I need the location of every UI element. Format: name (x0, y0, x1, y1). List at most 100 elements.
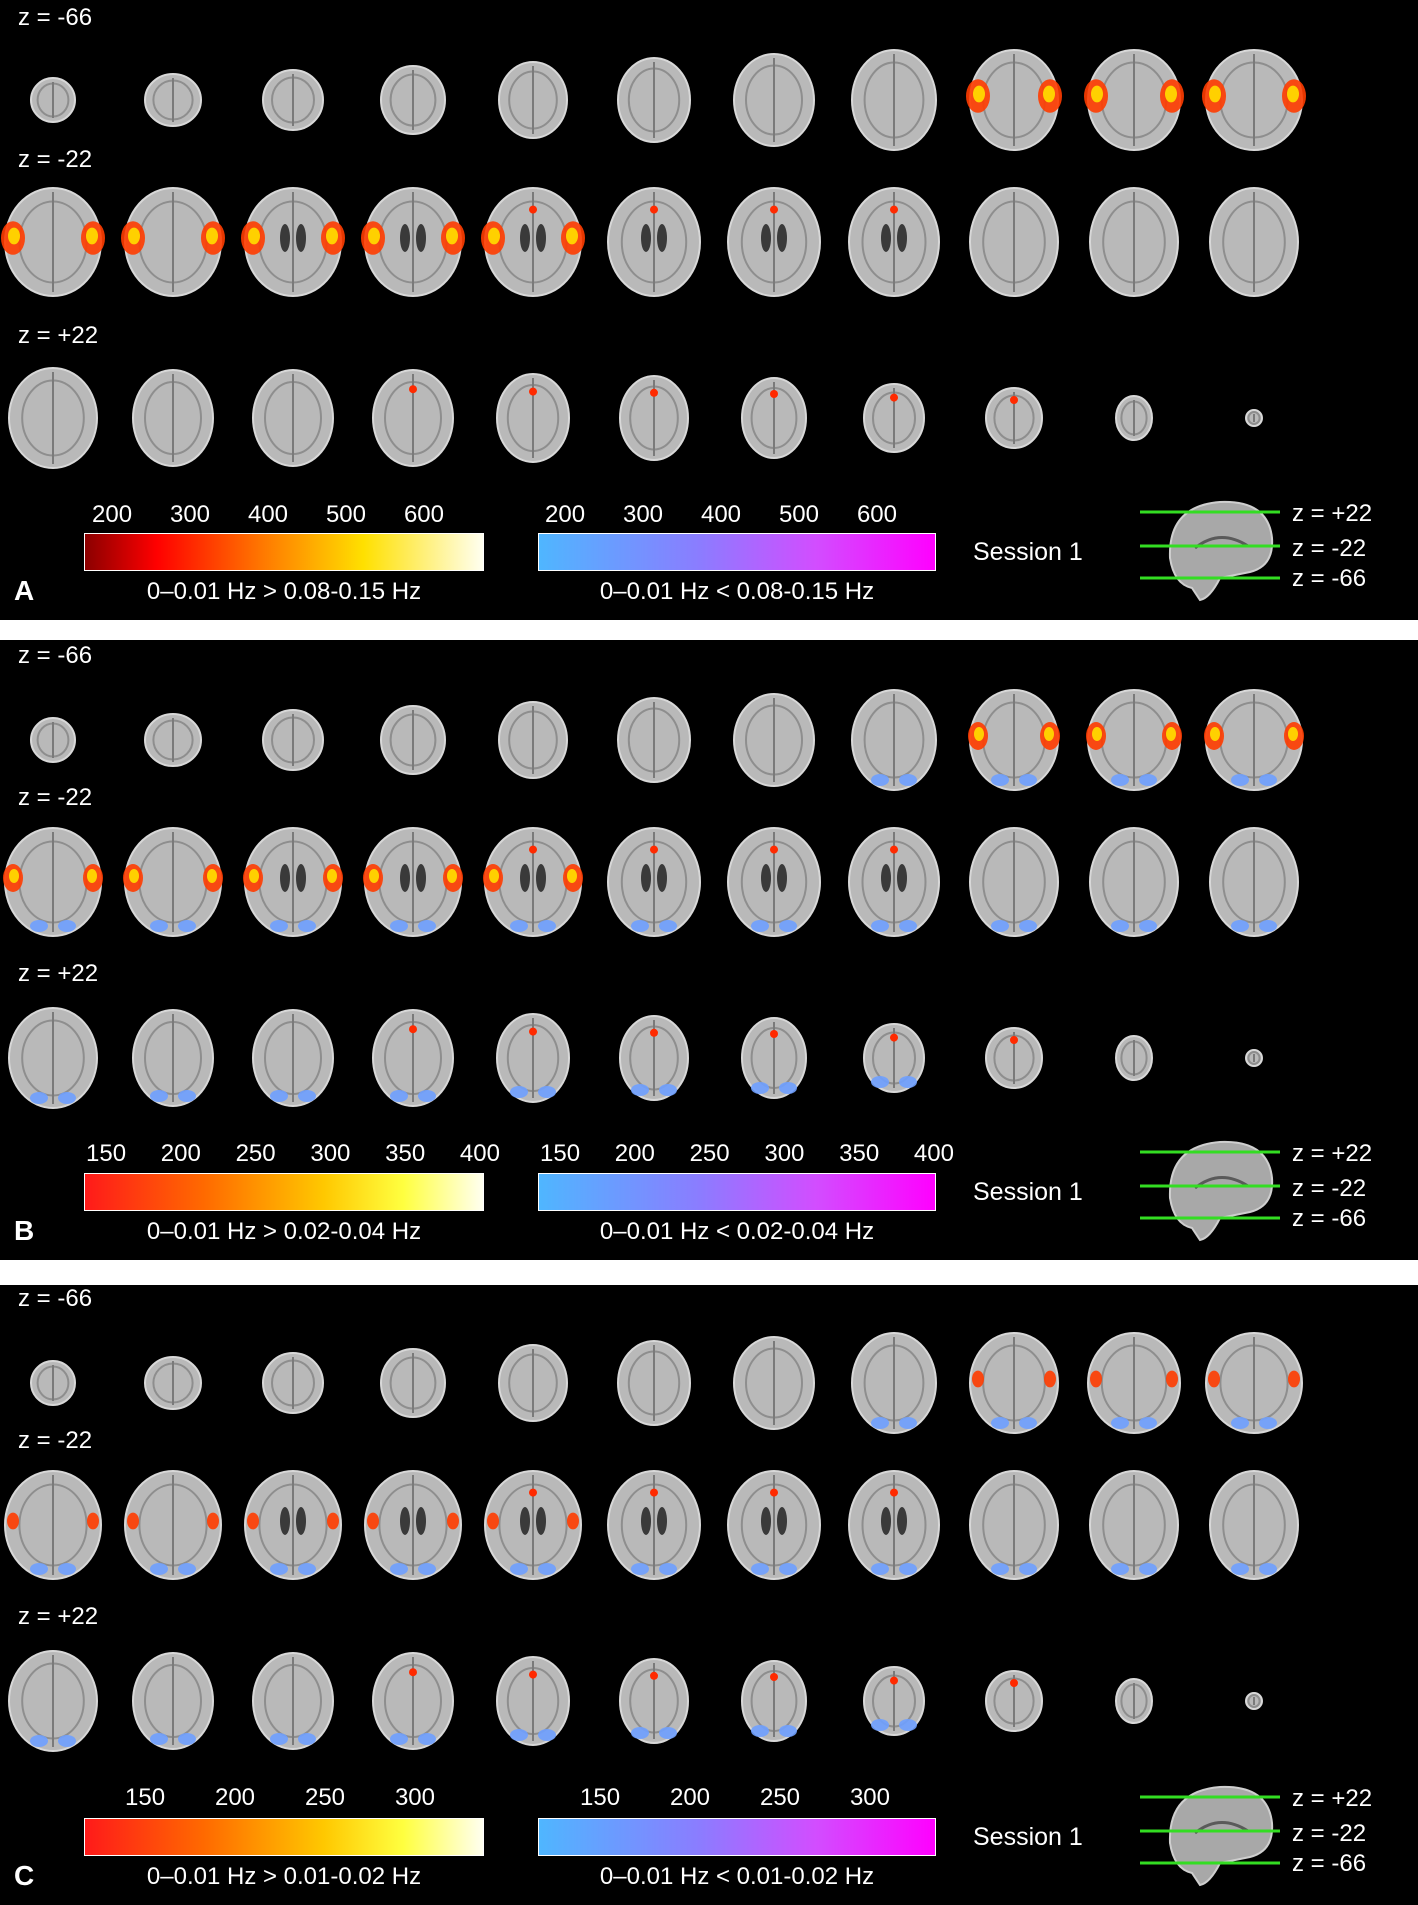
axial-slice (483, 827, 583, 937)
sagittal-label-2: z = -22 (1292, 535, 1367, 562)
tick-label: 250 (304, 1784, 346, 1811)
hot-caption: 0–0.01 Hz > 0.01-0.02 Hz (146, 1863, 422, 1890)
axial-slice (969, 1470, 1059, 1580)
session-label: Session 1 (973, 1823, 1083, 1851)
axial-slice (1115, 395, 1153, 441)
axial-slice (863, 1023, 925, 1093)
sagittal-brain (1140, 488, 1280, 613)
tick-label: 250 (235, 1140, 276, 1167)
axial-slice (123, 827, 223, 937)
row-label-1: z = -66 (18, 1285, 93, 1312)
axial-slice (4, 1470, 102, 1580)
slice-row-3 (0, 1631, 1418, 1771)
axial-slices (8, 1007, 1263, 1109)
axial-slice (372, 1652, 454, 1750)
axial-slice (985, 1027, 1043, 1089)
axial-slice (1, 187, 105, 297)
axial-slice (361, 187, 465, 297)
axial-slice (733, 53, 815, 147)
axial-slice (363, 827, 463, 937)
axial-slice (30, 1360, 76, 1406)
axial-slice (607, 827, 701, 937)
axial-slice (607, 1470, 701, 1580)
axial-slice (619, 1658, 689, 1744)
axial-slice (1089, 187, 1179, 297)
axial-slice (144, 713, 202, 767)
axial-slice (1202, 49, 1306, 151)
axial-slice (741, 377, 807, 459)
axial-slice (985, 1670, 1043, 1732)
axial-slices (3, 827, 1299, 937)
axial-slice (1209, 1470, 1299, 1580)
axial-slice (619, 375, 689, 461)
axial-slice (498, 1344, 568, 1422)
axial-slice (124, 1470, 222, 1580)
axial-slice (132, 369, 214, 467)
axial-slice (741, 1017, 807, 1099)
session-label: Session 1 (973, 1178, 1083, 1206)
hot-colorbar (84, 533, 484, 571)
sagittal-label-3: z = -66 (1292, 1850, 1367, 1877)
tick-label: 300 (394, 1784, 435, 1811)
tick-label: 300 (849, 1784, 890, 1811)
tick-label: 400 (459, 1140, 500, 1167)
row-label-2: z = -22 (18, 146, 93, 173)
tick-label: 150 (125, 1784, 166, 1811)
axial-slice (1209, 827, 1299, 937)
cool-caption: 0–0.01 Hz < 0.08-0.15 Hz (599, 578, 875, 605)
axial-slice (968, 689, 1060, 791)
hot-colorbar (84, 1173, 484, 1211)
axial-slice (132, 1009, 214, 1107)
sagittal-label-1: z = +22 (1292, 1785, 1373, 1812)
row-label-1: z = -66 (18, 4, 93, 31)
cool-colorbar (538, 1818, 936, 1856)
axial-slice (30, 77, 76, 123)
axial-slice (364, 1470, 462, 1580)
tick-label: 200 (614, 1140, 655, 1167)
axial-slice (848, 187, 940, 297)
panel-letter: C (14, 1860, 35, 1891)
axial-slice (484, 1470, 582, 1580)
axial-slice (144, 1356, 202, 1410)
row-label-1: z = -66 (18, 642, 93, 669)
sagittal-label-3: z = -66 (1292, 565, 1367, 592)
axial-slice (372, 369, 454, 467)
axial-slice (30, 717, 76, 763)
tick-label: 150 (540, 1140, 581, 1167)
axial-slices (1, 187, 1299, 297)
axial-slice (733, 1336, 815, 1430)
axial-slices (30, 1332, 1303, 1434)
hot-ticks: 150 200 250 300 (125, 1784, 435, 1812)
tick-label: 250 (759, 1784, 801, 1811)
row-label-2: z = -22 (18, 1427, 93, 1454)
axial-slice (252, 369, 334, 467)
panel-letter: A (14, 575, 35, 606)
axial-slice (1245, 1049, 1263, 1067)
axial-slice (1115, 1678, 1153, 1724)
axial-slice (252, 1009, 334, 1107)
sagittal-brain (1140, 1773, 1280, 1898)
sagittal-label-1: z = +22 (1292, 500, 1373, 527)
axial-slice (617, 57, 691, 143)
axial-slice (969, 827, 1059, 937)
axial-slice (848, 827, 940, 937)
axial-slice (969, 1332, 1059, 1434)
axial-slice (617, 1340, 691, 1426)
row-label-3: z = +22 (18, 322, 99, 349)
axial-slice (1115, 1035, 1153, 1081)
slice-row-2 (0, 172, 1418, 312)
tick-label: 200 (214, 1784, 256, 1811)
axial-slices (30, 689, 1304, 791)
axial-slice (243, 827, 343, 937)
sagittal-slice (1140, 500, 1280, 602)
cool-colorbar (538, 1173, 936, 1211)
tick-label: 350 (839, 1140, 880, 1167)
axial-slices (30, 49, 1306, 151)
axial-slice (851, 49, 937, 151)
tick-label: 400 (247, 501, 289, 528)
axial-slice (1205, 1332, 1303, 1434)
